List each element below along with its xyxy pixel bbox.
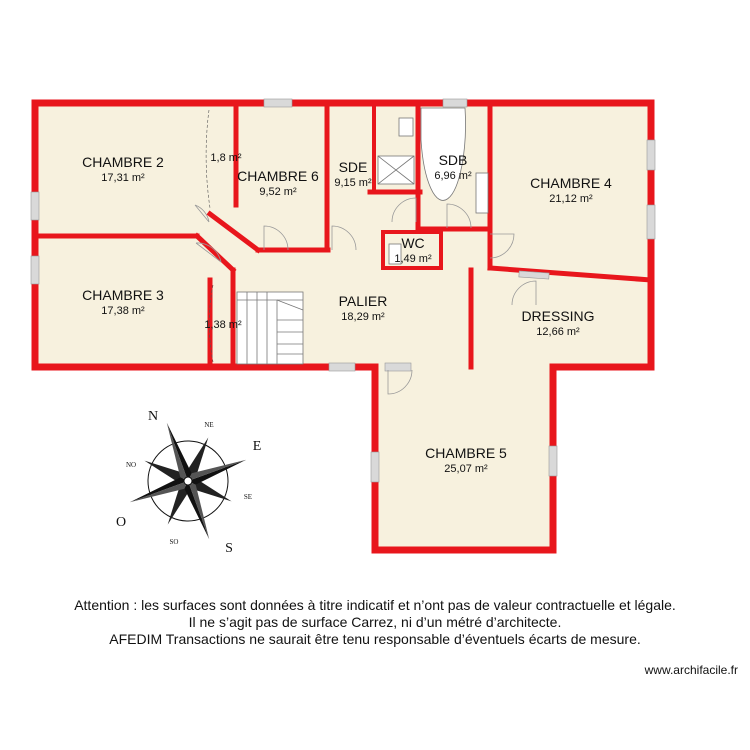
disclaimer-line-2: Il ne s’agit pas de surface Carrez, ni d… [188,614,562,630]
watermark: www.archifacile.fr [644,663,738,677]
compass-labels: N E S O NE SE SO NO [116,409,261,556]
room-area-placard-top: 1,8 m² [210,152,242,164]
compass-label-no: NO [126,461,136,469]
room-name-sdb: SDB [439,152,468,168]
room-name-dressing: DRESSING [521,308,594,324]
closet-hatching [205,109,214,363]
room-area-chambre6: 9,52 m² [259,186,297,198]
toilet-icon [388,243,402,265]
room-name-palier: PALIER [339,293,388,309]
room-labels: CHAMBRE 2 17,31 m² 1,8 m² CHAMBRE 6 9,52… [82,152,612,475]
compass-label-n: N [148,409,158,424]
room-area-wc: 1,49 m² [394,253,432,265]
room-name-sde: SDE [339,159,368,175]
room-name-chambre2: CHAMBRE 2 [82,154,164,170]
compass-label-so: SO [170,538,179,546]
compass-label-e: E [253,439,262,454]
room-name-chambre4: CHAMBRE 4 [530,175,612,191]
room-name-chambre5: CHAMBRE 5 [425,445,507,461]
doors [194,197,537,395]
radiator-icon [475,172,489,214]
disclaimer-line-1: Attention : les surfaces sont données à … [74,597,676,613]
room-area-chambre4: 21,12 m² [549,193,593,205]
room-area-chambre3: 17,38 m² [101,305,145,317]
room-name-wc: WC [401,235,424,251]
compass-label-o: O [116,515,126,530]
floor-fill [35,103,651,550]
compass-label-ne: NE [204,421,213,429]
room-area-chambre5: 25,07 m² [444,463,488,475]
compass-label-s: S [225,541,233,556]
disclaimer: Attention : les surfaces sont données à … [0,597,750,648]
room-name-chambre3: CHAMBRE 3 [82,287,164,303]
room-area-dressing: 12,66 m² [536,326,580,338]
room-area-palier: 18,29 m² [341,311,385,323]
room-name-chambre6: CHAMBRE 6 [237,168,319,184]
disclaimer-line-3: AFEDIM Transactions ne saurait être tenu… [109,631,641,647]
walls [31,99,655,554]
windows [30,98,656,483]
shower-corner-icon [420,107,466,201]
staircase [236,291,304,365]
room-area-placard-mid: 1,38 m² [204,319,242,331]
room-area-chambre2: 17,31 m² [101,172,145,184]
compass-label-se: SE [244,493,252,501]
sink-icon [398,117,414,137]
room-area-sdb: 6,96 m² [434,170,472,182]
sanitary-fixtures [377,107,489,265]
room-area-sde: 9,15 m² [334,177,372,189]
compass-rose-icon [129,422,247,540]
